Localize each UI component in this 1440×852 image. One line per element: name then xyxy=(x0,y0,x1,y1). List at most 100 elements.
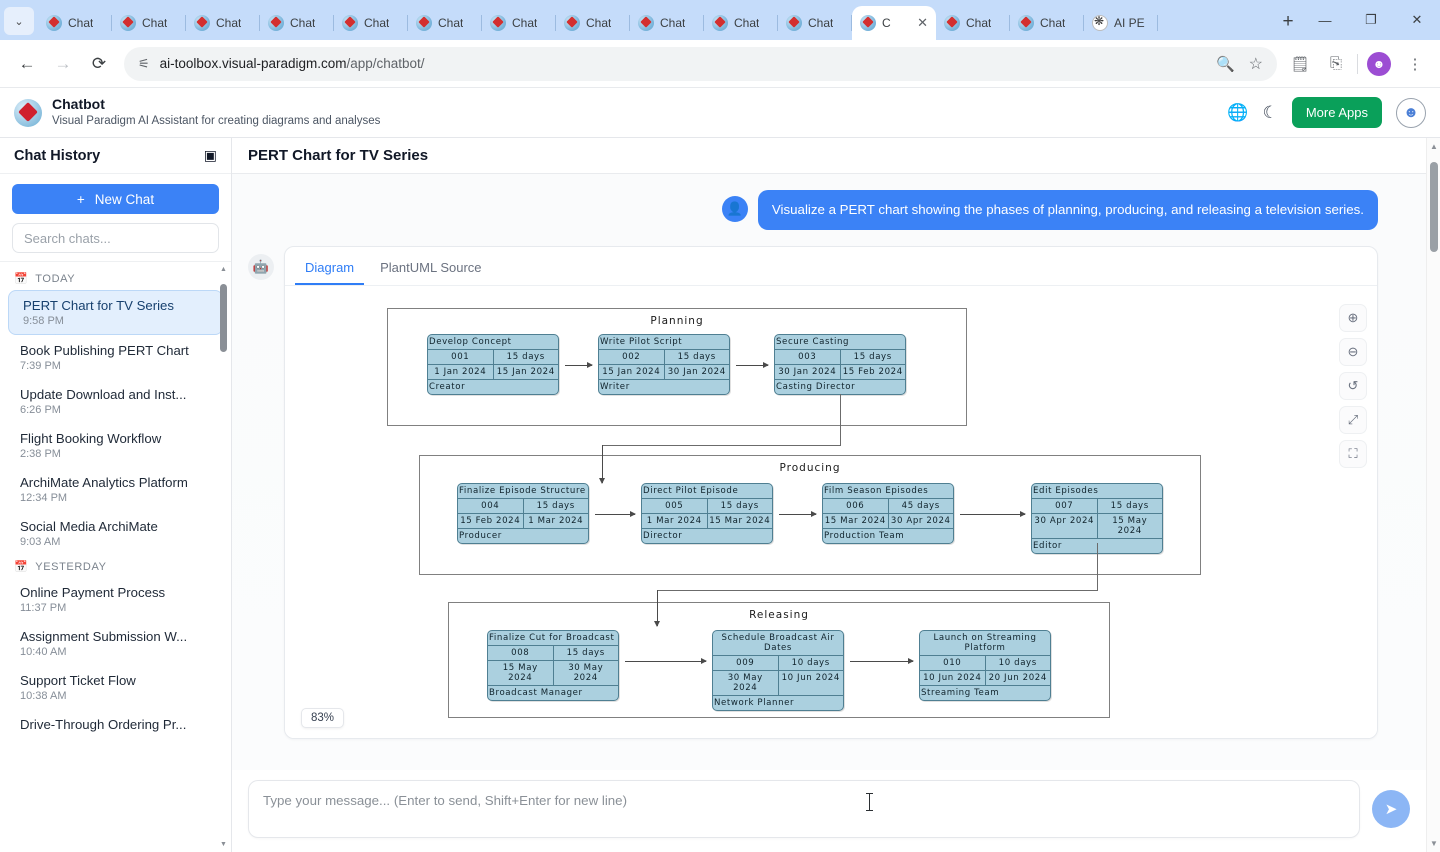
browser-tab[interactable]: Chat xyxy=(186,6,260,40)
site-settings-icon[interactable]: ⚟ xyxy=(138,56,150,72)
fit-screen-icon[interactable]: ⤢ xyxy=(1339,406,1367,434)
pert-task-name: Develop Concept xyxy=(428,335,513,349)
chat-group-label: YESTERDAY xyxy=(35,561,106,573)
browser-tab[interactable]: Chat xyxy=(408,6,482,40)
chat-history-item[interactable]: Update Download and Inst...6:26 PM xyxy=(6,380,225,423)
page-title: PERT Chart for TV Series xyxy=(248,147,428,164)
pert-task-name: Secure Casting xyxy=(775,335,850,349)
app-header: Chatbot Visual Paradigm AI Assistant for… xyxy=(0,88,1440,138)
send-button[interactable]: ➤ xyxy=(1372,790,1410,828)
fullscreen-icon[interactable]: ⛶ xyxy=(1339,440,1367,468)
downloads-icon[interactable]: 🗒 xyxy=(1285,49,1315,79)
chat-history-item[interactable]: Book Publishing PERT Chart7:39 PM xyxy=(6,336,225,379)
page-scrollbar[interactable]: ▲ ▼ xyxy=(1426,138,1440,852)
vp-favicon-icon xyxy=(564,15,580,31)
profile-avatar[interactable]: ☻ xyxy=(1364,49,1394,79)
chat-history-item[interactable]: ArchiMate Analytics Platform12:34 PM xyxy=(6,468,225,511)
pert-task-node[interactable]: Finalize Cut for Broadcast00815 days15 M… xyxy=(487,630,619,701)
chat-history-item[interactable]: Online Payment Process11:37 PM xyxy=(6,578,225,621)
tab-plantuml-source[interactable]: PlantUML Source xyxy=(370,253,491,285)
browser-tab[interactable]: Chat xyxy=(778,6,852,40)
browser-tab[interactable]: Chat xyxy=(556,6,630,40)
pert-task-node[interactable]: Secure Casting00315 days30 Jan 202415 Fe… xyxy=(774,334,906,395)
message-input[interactable]: Type your message... (Enter to send, Shi… xyxy=(248,780,1360,838)
sidebar-scroll-thumb[interactable] xyxy=(220,284,227,352)
scroll-up-arrow[interactable]: ▲ xyxy=(220,266,227,273)
pert-task-duration: 15 days xyxy=(707,499,773,513)
reload-icon[interactable]: ⟳ xyxy=(82,47,116,81)
pert-task-node[interactable]: Film Season Episodes00645 days15 Mar 202… xyxy=(822,483,954,544)
browser-tab[interactable]: C✕ xyxy=(852,6,936,40)
maximize-button[interactable]: ❐ xyxy=(1348,0,1394,40)
browser-tab[interactable]: Chat xyxy=(936,6,1010,40)
chat-item-name: Flight Booking Workflow xyxy=(20,431,211,446)
user-icon: 👤 xyxy=(722,196,748,222)
pert-task-start: 30 Apr 2024 xyxy=(1032,514,1097,538)
search-input[interactable] xyxy=(12,223,219,253)
forward-icon[interactable]: → xyxy=(46,47,80,81)
panel-toggle-icon[interactable]: ▣ xyxy=(204,147,217,164)
reset-zoom-icon[interactable]: ↺ xyxy=(1339,372,1367,400)
pert-task-node[interactable]: Schedule Broadcast Air Dates00910 days30… xyxy=(712,630,844,711)
chat-history-list[interactable]: 📅TODAYPERT Chart for TV Series9:58 PMBoo… xyxy=(0,262,231,852)
zoom-in-icon[interactable]: ⊕ xyxy=(1339,304,1367,332)
diagram-canvas[interactable]: PlanningDevelop Concept00115 days1 Jan 2… xyxy=(285,286,1377,738)
new-chat-button[interactable]: + New Chat xyxy=(12,184,219,214)
browser-tab[interactable]: Chat xyxy=(112,6,186,40)
page-scroll-up-arrow[interactable]: ▲ xyxy=(1427,142,1440,151)
text-cursor xyxy=(869,793,870,811)
zoom-out-icon[interactable]: ⊖ xyxy=(1339,338,1367,366)
pert-task-duration: 15 days xyxy=(1097,499,1163,513)
vp-favicon-icon xyxy=(46,15,62,31)
pert-task-node[interactable]: Launch on Streaming Platform01010 days10… xyxy=(919,630,1051,701)
chat-item-time: 2:38 PM xyxy=(20,448,211,460)
chat-history-item-active[interactable]: PERT Chart for TV Series9:58 PM xyxy=(8,290,223,335)
browser-tab[interactable]: AI PE xyxy=(1084,6,1158,40)
new-tab-button[interactable]: + xyxy=(1274,8,1302,36)
browser-tab[interactable]: Chat xyxy=(260,6,334,40)
chat-history-item[interactable]: Assignment Submission W...10:40 AM xyxy=(6,622,225,665)
chat-history-item[interactable]: Flight Booking Workflow 2:38 PM xyxy=(6,424,225,467)
more-apps-button[interactable]: More Apps xyxy=(1292,97,1382,128)
close-tab-icon[interactable]: ✕ xyxy=(917,15,928,31)
vp-favicon-icon xyxy=(786,15,802,31)
browser-tab[interactable]: Chat xyxy=(482,6,556,40)
pert-phase-connector-arrow xyxy=(657,590,658,626)
browser-tab[interactable]: Chat xyxy=(630,6,704,40)
chat-history-item[interactable]: Support Ticket Flow10:38 AM xyxy=(6,666,225,709)
scroll-down-arrow[interactable]: ▼ xyxy=(220,841,227,848)
page-scroll-thumb[interactable] xyxy=(1430,162,1438,252)
address-bar[interactable]: ⚟ ai-toolbox.visual-paradigm.com/app/cha… xyxy=(124,47,1277,81)
chatbot-icon[interactable]: ☻ xyxy=(1396,98,1426,128)
moon-icon[interactable]: ☾ xyxy=(1263,103,1278,123)
browser-tab[interactable]: Chat xyxy=(38,6,112,40)
browser-tab[interactable]: Chat xyxy=(704,6,778,40)
back-icon[interactable]: ← xyxy=(10,47,44,81)
tab-search-button[interactable]: ⌄ xyxy=(4,7,34,35)
pert-task-owner: Writer xyxy=(599,380,631,394)
sidebar-scrollbar[interactable]: ▲ ▼ xyxy=(220,266,227,848)
browser-tab[interactable]: Chat xyxy=(1010,6,1084,40)
pert-task-owner: Editor xyxy=(1032,539,1063,553)
globe-icon[interactable]: 🌐 xyxy=(1227,103,1248,123)
pert-task-start: 15 Feb 2024 xyxy=(458,514,523,528)
chat-history-item[interactable]: Drive-Through Ordering Pr... xyxy=(6,710,225,739)
pert-task-node[interactable]: Direct Pilot Episode00515 days1 Mar 2024… xyxy=(641,483,773,544)
pert-task-id: 006 xyxy=(823,499,888,513)
browser-tab[interactable]: Chat xyxy=(334,6,408,40)
bookmark-star-icon[interactable]: ☆ xyxy=(1249,54,1263,74)
pert-task-node[interactable]: Finalize Episode Structure00415 days15 F… xyxy=(457,483,589,544)
chat-history-item[interactable]: Social Media ArchiMate9:03 AM xyxy=(6,512,225,555)
pert-task-node[interactable]: Develop Concept00115 days1 Jan 202415 Ja… xyxy=(427,334,559,395)
close-window-button[interactable]: ✕ xyxy=(1394,0,1440,40)
page-scroll-down-arrow[interactable]: ▼ xyxy=(1427,839,1440,848)
zoom-icon[interactable]: 🔍 xyxy=(1216,55,1235,73)
tab-diagram[interactable]: Diagram xyxy=(295,253,364,285)
extensions-icon[interactable]: ⎘ xyxy=(1321,49,1351,79)
pert-task-node[interactable]: Write Pilot Script00215 days15 Jan 20243… xyxy=(598,334,730,395)
browser-tab-title: Chat xyxy=(586,16,611,30)
minimize-button[interactable]: — xyxy=(1302,0,1348,40)
pert-task-id: 007 xyxy=(1032,499,1097,513)
more-menu-icon[interactable]: ⋮ xyxy=(1400,49,1430,79)
pert-task-start: 30 Jan 2024 xyxy=(775,365,840,379)
